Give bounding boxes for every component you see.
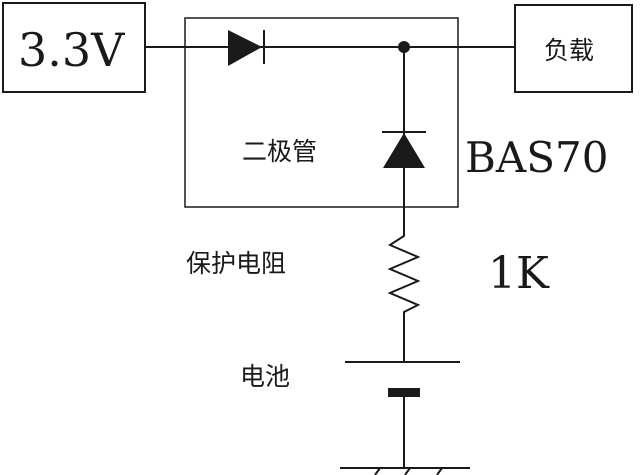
diode-module-box — [184, 17, 459, 208]
resistor-label: 保护电阻 — [186, 249, 286, 278]
resistor-value: 1K — [488, 248, 550, 299]
load-label: 负载 — [544, 36, 594, 65]
diode2-triangle — [383, 133, 425, 168]
junction-dot — [398, 41, 410, 53]
battery-short-plate — [388, 388, 420, 397]
diode-part-label: BAS70 — [465, 133, 608, 182]
load-box — [514, 4, 633, 93]
diode-label: 二极管 — [242, 137, 317, 166]
resistor — [387, 228, 421, 362]
battery-label: 电池 — [240, 362, 290, 391]
source-label: 3.3V — [18, 23, 125, 77]
diode1-triangle — [228, 30, 262, 66]
